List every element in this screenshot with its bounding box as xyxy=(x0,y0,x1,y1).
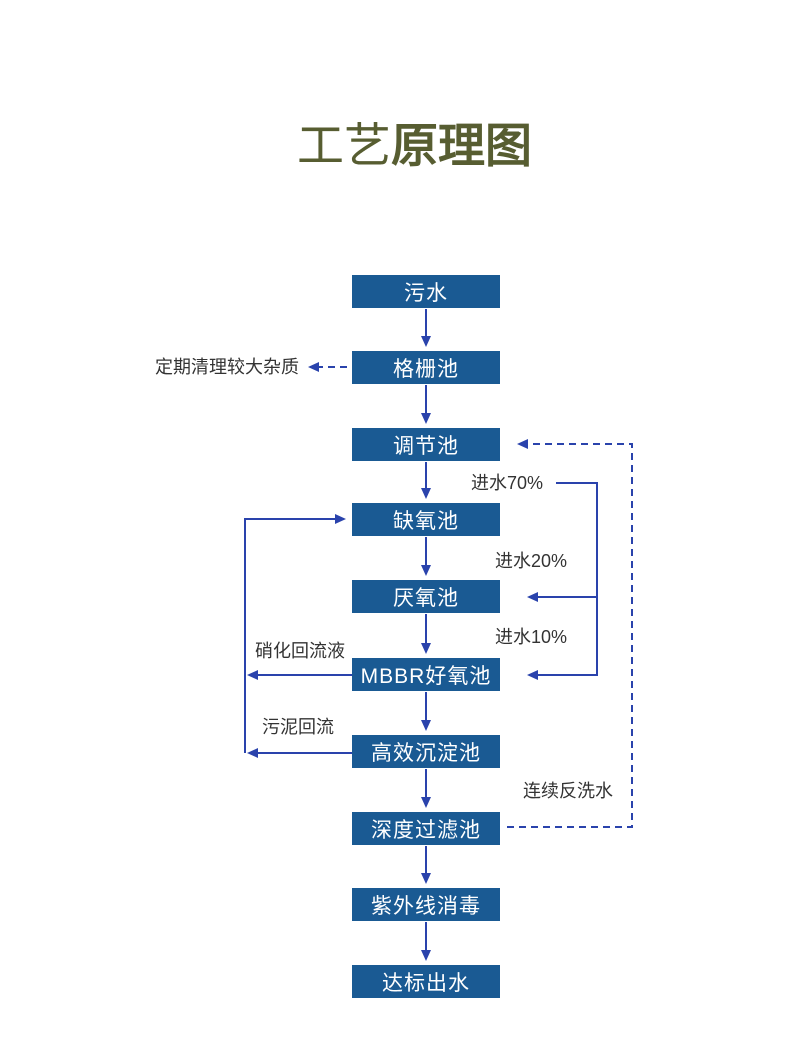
label-nitrify-return: 硝化回流液 xyxy=(255,641,345,661)
label-inflow-70: 进水70% xyxy=(471,473,544,493)
label-inflow-20: 进水20% xyxy=(495,551,568,571)
node-regulating-tank: 调节池 xyxy=(352,428,500,461)
node-mbbr-aerobic-tank: MBBR好氧池 xyxy=(352,658,500,691)
title-prefix: 工艺 xyxy=(297,119,391,172)
node-anaerobic-tank: 厌氧池 xyxy=(352,580,500,613)
label-backwash: 连续反洗水 xyxy=(523,781,613,801)
node-sedimentation-tank: 高效沉淀池 xyxy=(352,735,500,768)
node-uv-disinfection: 紫外线消毒 xyxy=(352,888,500,921)
label-inflow-10: 进水10% xyxy=(495,627,568,647)
node-anoxic-tank: 缺氧池 xyxy=(352,503,500,536)
node-standard-effluent: 达标出水 xyxy=(352,965,500,998)
node-deep-filter-tank: 深度过滤池 xyxy=(352,812,500,845)
label-sludge-return: 污泥回流 xyxy=(262,717,334,737)
label-screen-cleanout: 定期清理较大杂质 xyxy=(155,357,299,377)
node-sewage: 污水 xyxy=(352,275,500,308)
page-title: 工艺原理图 xyxy=(297,120,532,172)
left-recycle-lines xyxy=(244,514,352,758)
inflow-split-lines xyxy=(527,482,598,680)
title-emphasis: 原理图 xyxy=(391,119,532,172)
backwash-dashed-line xyxy=(507,439,633,828)
node-bar-screen-tank: 格栅池 xyxy=(352,351,500,384)
